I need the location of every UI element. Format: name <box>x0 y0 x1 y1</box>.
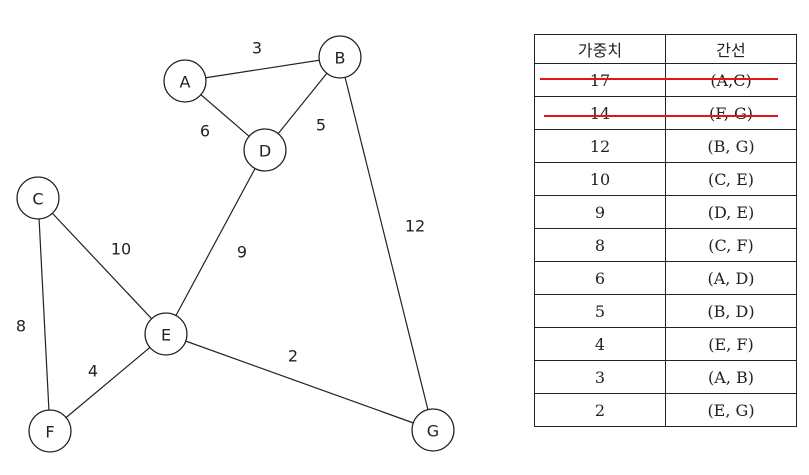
strike-line-row-2 <box>544 115 778 117</box>
edge-weight-label: 4 <box>88 362 98 381</box>
table-row: 8(C, F) <box>534 228 797 262</box>
weight-cell: 17 <box>534 63 666 97</box>
node-circle <box>163 59 207 103</box>
edge-cell: (D, E) <box>665 195 797 229</box>
weight-edge-table: 가중치 간선 17(A,C) 14(F, G) 12(B, G) 10(C, E… <box>534 34 797 427</box>
edge-weight-label: 12 <box>405 217 425 236</box>
node-circle <box>28 409 72 453</box>
edge-cell: (B, G) <box>665 129 797 163</box>
table-row: 4(E, F) <box>534 327 797 361</box>
edge-c-f <box>37 197 51 432</box>
node-d: D <box>243 128 287 172</box>
nodes-layer: A B C D E F G <box>16 35 455 453</box>
table-row: 14(F, G) <box>534 96 797 130</box>
edge-cell: (E, F) <box>665 327 797 361</box>
node-circle <box>318 35 362 79</box>
node-circle <box>411 408 455 452</box>
edge-a-b <box>184 56 341 82</box>
header-edge: 간선 <box>665 34 797 64</box>
weight-cell: 6 <box>534 261 666 295</box>
table-row: 9(D, E) <box>534 195 797 229</box>
edge-weight-label: 5 <box>316 116 326 135</box>
edge-e-f <box>49 333 167 432</box>
weight-cell: 10 <box>534 162 666 196</box>
weight-cell: 2 <box>534 393 666 427</box>
node-label: C <box>32 190 43 209</box>
node-label: D <box>259 142 271 161</box>
weight-cell: 8 <box>534 228 666 262</box>
graph-diagram: 3 6 5 12 9 10 8 4 2 A B C D E F G <box>16 35 455 453</box>
node-f: F <box>28 409 72 453</box>
edge-cell: (C, F) <box>665 228 797 262</box>
weight-cell: 3 <box>534 360 666 394</box>
node-label: G <box>427 422 439 441</box>
edge-weight-label: 8 <box>16 317 26 336</box>
table-row: 17(A,C) <box>534 63 797 97</box>
table-row: 5(B, D) <box>534 294 797 328</box>
weight-cell: 4 <box>534 327 666 361</box>
table-row: 10(C, E) <box>534 162 797 196</box>
table-row: 3(A, B) <box>534 360 797 394</box>
weight-cell: 5 <box>534 294 666 328</box>
node-circle <box>243 128 287 172</box>
edge-cell: (A, B) <box>665 360 797 394</box>
weight-cell: 9 <box>534 195 666 229</box>
weight-cell: 14 <box>534 96 666 130</box>
edge-cell: (C, E) <box>665 162 797 196</box>
edge-weight-label: 9 <box>237 243 247 262</box>
edge-cell: (E, G) <box>665 393 797 427</box>
edge-b-g <box>339 56 434 431</box>
edge-weight-label: 2 <box>288 347 298 366</box>
edge-weight-label: 3 <box>252 39 262 58</box>
table-row: 2(E, G) <box>534 393 797 427</box>
node-c: C <box>16 176 60 220</box>
table-row: 12(B, G) <box>534 129 797 163</box>
node-circle <box>16 176 60 220</box>
edge-weight-label: 10 <box>111 240 131 259</box>
node-g: G <box>411 408 455 452</box>
edges-layer: 3 6 5 12 9 10 8 4 2 <box>16 39 434 432</box>
node-e: E <box>144 312 188 356</box>
node-label: A <box>180 73 191 92</box>
edge-cell: (A, D) <box>665 261 797 295</box>
node-circle <box>144 312 188 356</box>
node-b: B <box>318 35 362 79</box>
edge-cell: (F, G) <box>665 96 797 130</box>
table-header-row: 가중치 간선 <box>534 34 797 64</box>
node-a: A <box>163 59 207 103</box>
edge-d-e <box>165 149 266 335</box>
strike-line-row-1 <box>540 78 778 80</box>
edge-cell: (B, D) <box>665 294 797 328</box>
node-label: B <box>335 49 346 68</box>
edge-c-e <box>37 197 167 335</box>
node-label: E <box>161 326 171 345</box>
edge-weight-label: 6 <box>200 122 210 141</box>
weight-cell: 12 <box>534 129 666 163</box>
header-weight: 가중치 <box>534 34 666 64</box>
node-label: F <box>45 423 54 442</box>
edge-e-g <box>165 333 434 431</box>
table-row: 6(A, D) <box>534 261 797 295</box>
edge-cell: (A,C) <box>665 63 797 97</box>
